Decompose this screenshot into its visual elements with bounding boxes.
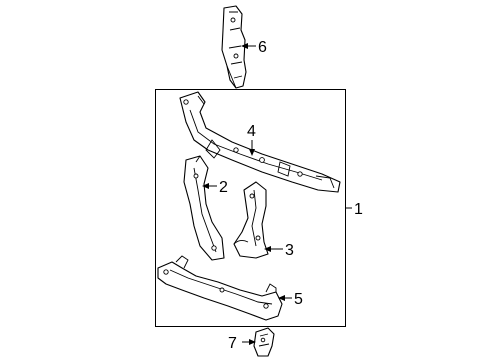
callout-4-arrow <box>249 149 255 156</box>
callout-label-6: 6 <box>258 39 267 56</box>
callout-label-7: 7 <box>228 335 237 352</box>
callout-label-2: 2 <box>219 179 228 196</box>
callout-7-arrow <box>249 339 256 345</box>
callout-2-arrow <box>202 183 209 189</box>
callout-label-5: 5 <box>294 291 303 308</box>
callout-3-arrow <box>264 246 271 252</box>
callout-label-1: 1 <box>354 201 363 218</box>
part-3-right-side-support <box>233 181 269 259</box>
callout-6-arrow <box>241 43 248 49</box>
part-7-small-bracket <box>253 327 275 357</box>
callout-5-arrow <box>278 295 285 301</box>
part-5-lower-tie-bar <box>157 255 283 321</box>
callout-label-4: 4 <box>247 123 256 140</box>
part-4-upper-tie-bar <box>179 91 341 193</box>
part-2-left-side-support <box>183 155 225 261</box>
callout-label-3: 3 <box>285 242 294 259</box>
part-6-bracket <box>221 5 247 89</box>
